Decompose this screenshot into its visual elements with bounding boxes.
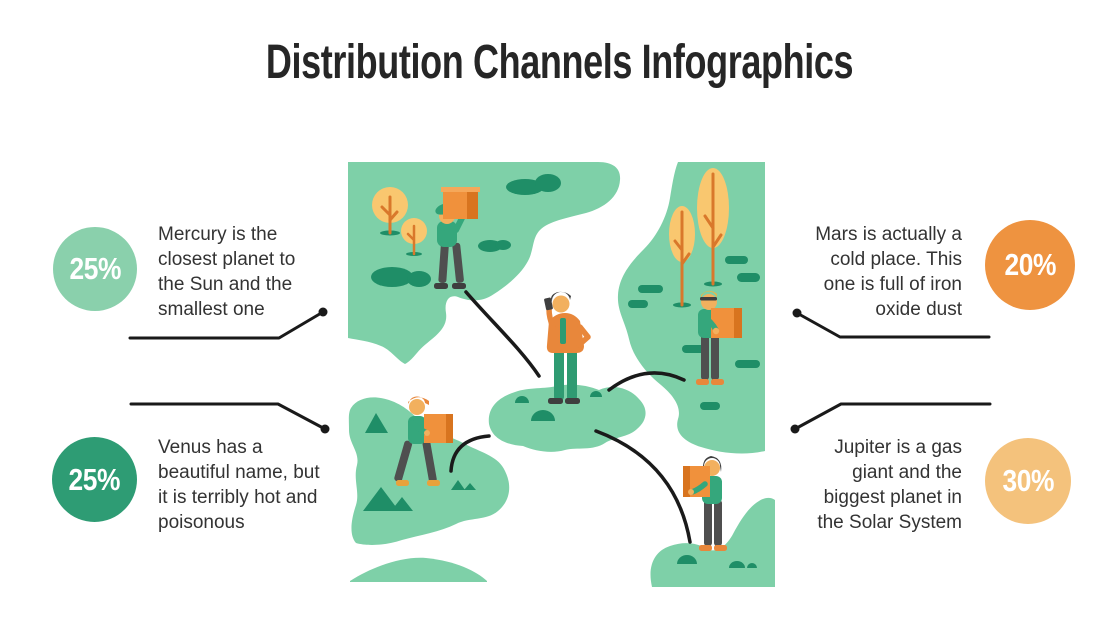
hill xyxy=(350,557,487,582)
route-line xyxy=(607,371,686,392)
callout-text-jupiter: Jupiter is a gas giant and the biggest p… xyxy=(817,437,962,533)
percentage-badge-jupiter: 30% xyxy=(985,438,1071,524)
percentage-badge-venus: 25% xyxy=(52,437,137,522)
percentage-value: 20% xyxy=(1004,247,1056,282)
callout-text-venus: Venus has a beautiful name, but it is te… xyxy=(158,437,320,533)
percentage-value: 30% xyxy=(1002,463,1054,498)
route-line xyxy=(594,429,692,544)
courier-walking-with-box-icon xyxy=(394,396,453,486)
landmass-east xyxy=(617,162,765,454)
callout-connector-mars xyxy=(792,308,991,339)
landmass-north xyxy=(348,162,621,364)
tree-round-icon xyxy=(372,187,427,256)
route-line xyxy=(464,290,541,378)
callout-text-mercury: Mercury is the closest planet to the Sun… xyxy=(158,224,296,320)
percentage-value: 25% xyxy=(69,251,121,286)
percentage-value: 25% xyxy=(68,461,121,497)
tree-poplar-icon xyxy=(669,168,729,307)
percentage-badge-mercury: 25% xyxy=(53,227,137,311)
page-title: Distribution Channels Infographics xyxy=(266,36,854,89)
island-south-east xyxy=(650,497,775,587)
courier-holding-box-icon xyxy=(696,290,742,385)
percentage-badge-mars: 20% xyxy=(985,220,1075,310)
callout-connector-mercury xyxy=(128,307,328,340)
courier-lifting-box-icon xyxy=(434,187,480,289)
callout-connector-jupiter xyxy=(790,402,992,434)
callout-text-mars: Mars is actually a cold place. This one … xyxy=(815,224,962,320)
route-line xyxy=(449,434,491,473)
foliage-decorations xyxy=(363,174,760,568)
courier-carrying-box-icon xyxy=(683,456,727,551)
callout-connector-venus xyxy=(129,402,330,434)
delivery-routes xyxy=(449,290,692,544)
manager-on-phone-icon xyxy=(544,291,591,404)
